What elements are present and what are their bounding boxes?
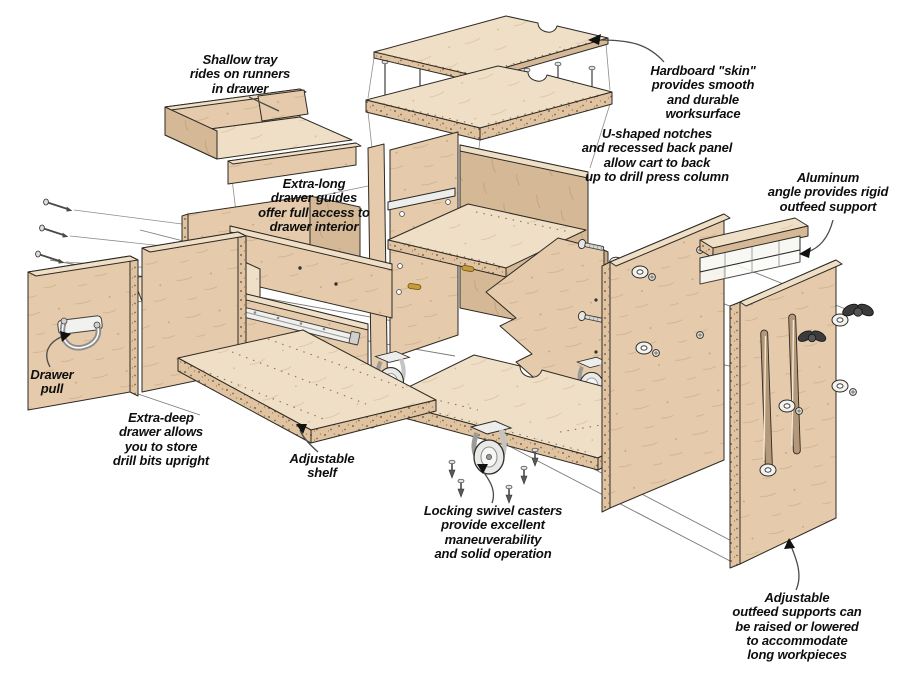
- adjustable-shelf: [177, 329, 437, 444]
- callout-extra-long-guides: Extra-long drawer guides offer full acce…: [258, 176, 370, 234]
- screw: [34, 249, 67, 265]
- callout-outfeed-supports: Adjustable outfeed supports can be raise…: [732, 590, 862, 663]
- top-assembly: [365, 15, 613, 141]
- callout-extra-deep-drawer: Extra-deep drawer allows you to store dr…: [112, 410, 210, 468]
- arrow-drawer-pull-icon: [60, 331, 71, 342]
- leader-lines: [46, 34, 834, 591]
- callout-u-shaped-notches: U-shaped notches and recessed back panel…: [581, 126, 733, 184]
- outfeed-support-panel: [729, 259, 843, 569]
- leader-drawer-pull: [46, 336, 62, 368]
- drawer-front-panel: [27, 255, 139, 411]
- screw: [42, 197, 75, 213]
- tray-loose-end: [257, 89, 309, 122]
- arrow-adjustable-shelf-icon: [296, 424, 307, 434]
- washer: [831, 379, 849, 393]
- callout-adjustable-shelf: Adjustable shelf: [289, 451, 355, 481]
- callout-casters: Locking swivel casters provide excellent…: [423, 503, 563, 561]
- leader-outfeed-supports: [790, 545, 800, 591]
- wing-knob: [840, 301, 876, 319]
- arrow-outfeed-supports-icon: [784, 538, 795, 549]
- cart-drawer-guide: [387, 187, 456, 211]
- arrow-aluminum-angle-icon: [799, 247, 811, 258]
- cart-mid-shelf: [387, 203, 587, 278]
- shallow-tray: [164, 88, 362, 185]
- leader-hardboard-skin: [599, 39, 665, 63]
- outfeed-assembly: [601, 213, 876, 569]
- callout-shallow-tray: Shallow tray rides on runners in drawer: [189, 52, 291, 96]
- leader-casters: [481, 469, 495, 504]
- arrow-hardboard-skin-icon: [588, 34, 601, 45]
- drawer-assembly: [27, 88, 437, 444]
- plywood-top-panel: [365, 65, 613, 141]
- screw: [849, 388, 857, 396]
- leader-aluminum-angle: [807, 219, 834, 253]
- callout-drawer-pull: Drawer pull: [30, 367, 74, 397]
- cart-outer-side-panel: [601, 213, 731, 513]
- drawer-side-rear: [229, 225, 393, 319]
- brass-screw: [407, 283, 422, 291]
- aluminum-angle: [699, 235, 801, 285]
- tray-loose-front: [227, 142, 362, 185]
- leader-shallow-tray: [248, 96, 280, 112]
- callout-hardboard-skin: Hardboard "skin" provides smooth and dur…: [650, 63, 756, 121]
- leader-adjustable-shelf: [299, 429, 319, 453]
- adjustment-slot: [760, 313, 801, 469]
- callout-aluminum-angle: Aluminum angle provides rigid outfeed su…: [767, 170, 889, 214]
- arrow-casters-icon: [477, 464, 488, 474]
- screw: [38, 223, 71, 239]
